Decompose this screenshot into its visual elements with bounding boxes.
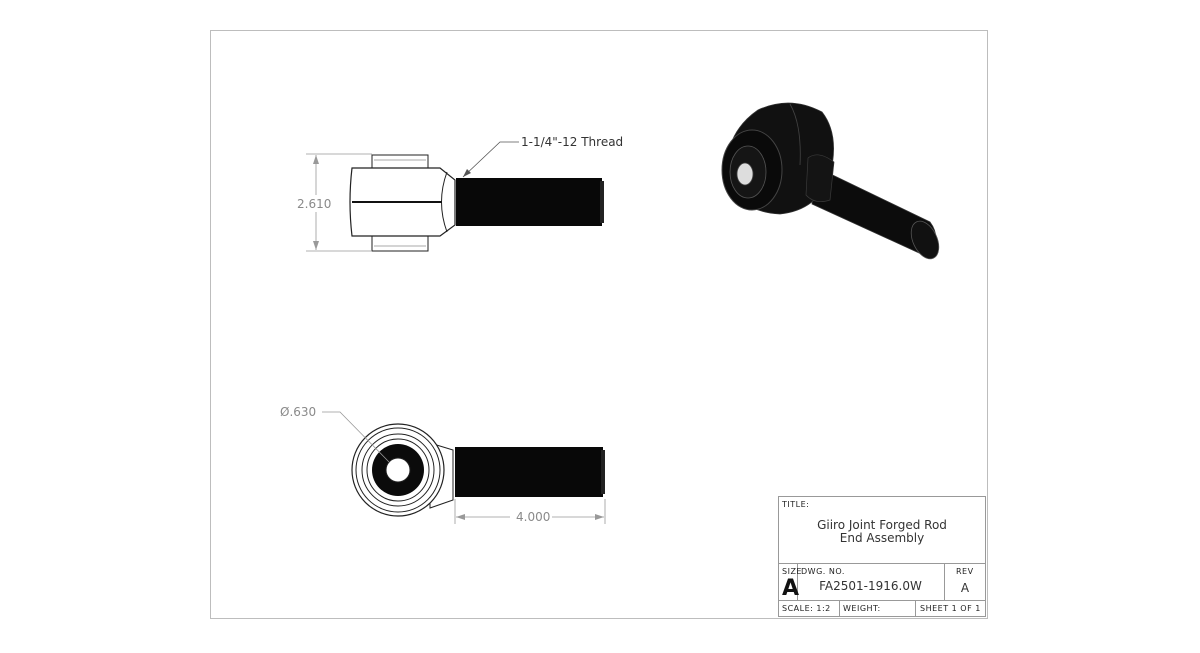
dwg-no-label: DWG. NO.	[801, 567, 845, 576]
rev-value: A	[960, 581, 970, 595]
title-line-1: Giiro Joint Forged Rod	[817, 518, 947, 532]
dwg-no-cell: DWG. NO. FA2501-1916.0W	[798, 564, 945, 601]
title-cell: TITLE: Giiro Joint Forged Rod End Assemb…	[779, 497, 985, 564]
length-dimension: 4.000	[516, 510, 550, 524]
top-view: Ø.630 4.000	[280, 405, 606, 524]
weight-label: WEIGHT:	[843, 604, 881, 613]
weight-cell: WEIGHT:	[840, 601, 916, 616]
sheet-label: SHEET 1 OF 1	[920, 604, 981, 613]
title-block: TITLE: Giiro Joint Forged Rod End Assemb…	[778, 496, 986, 617]
isometric-view	[721, 102, 940, 260]
sheet-cell: SHEET 1 OF 1	[916, 601, 985, 616]
dwg-no-value: FA2501-1916.0W	[819, 579, 922, 593]
rev-label: REV	[956, 567, 974, 576]
thread-note: 1-1/4"-12 Thread	[521, 135, 623, 149]
title-line-2: End Assembly	[839, 531, 925, 545]
scale-label: SCALE: 1:2	[782, 604, 831, 613]
bore-dimension: Ø.630	[280, 405, 316, 419]
size-cell: SIZE A	[779, 564, 801, 601]
rev-cell: REV A	[945, 564, 985, 601]
size-label: SIZE	[782, 567, 802, 576]
size-value: A	[782, 576, 800, 601]
drawing-title: Giiro Joint Forged Rod End Assembly	[779, 519, 985, 545]
scale-cell: SCALE: 1:2	[779, 601, 840, 616]
height-dimension: 2.610	[297, 197, 331, 211]
title-label: TITLE:	[782, 500, 810, 509]
front-view: 2.610 1-1/4"-12 Thread	[297, 135, 623, 252]
